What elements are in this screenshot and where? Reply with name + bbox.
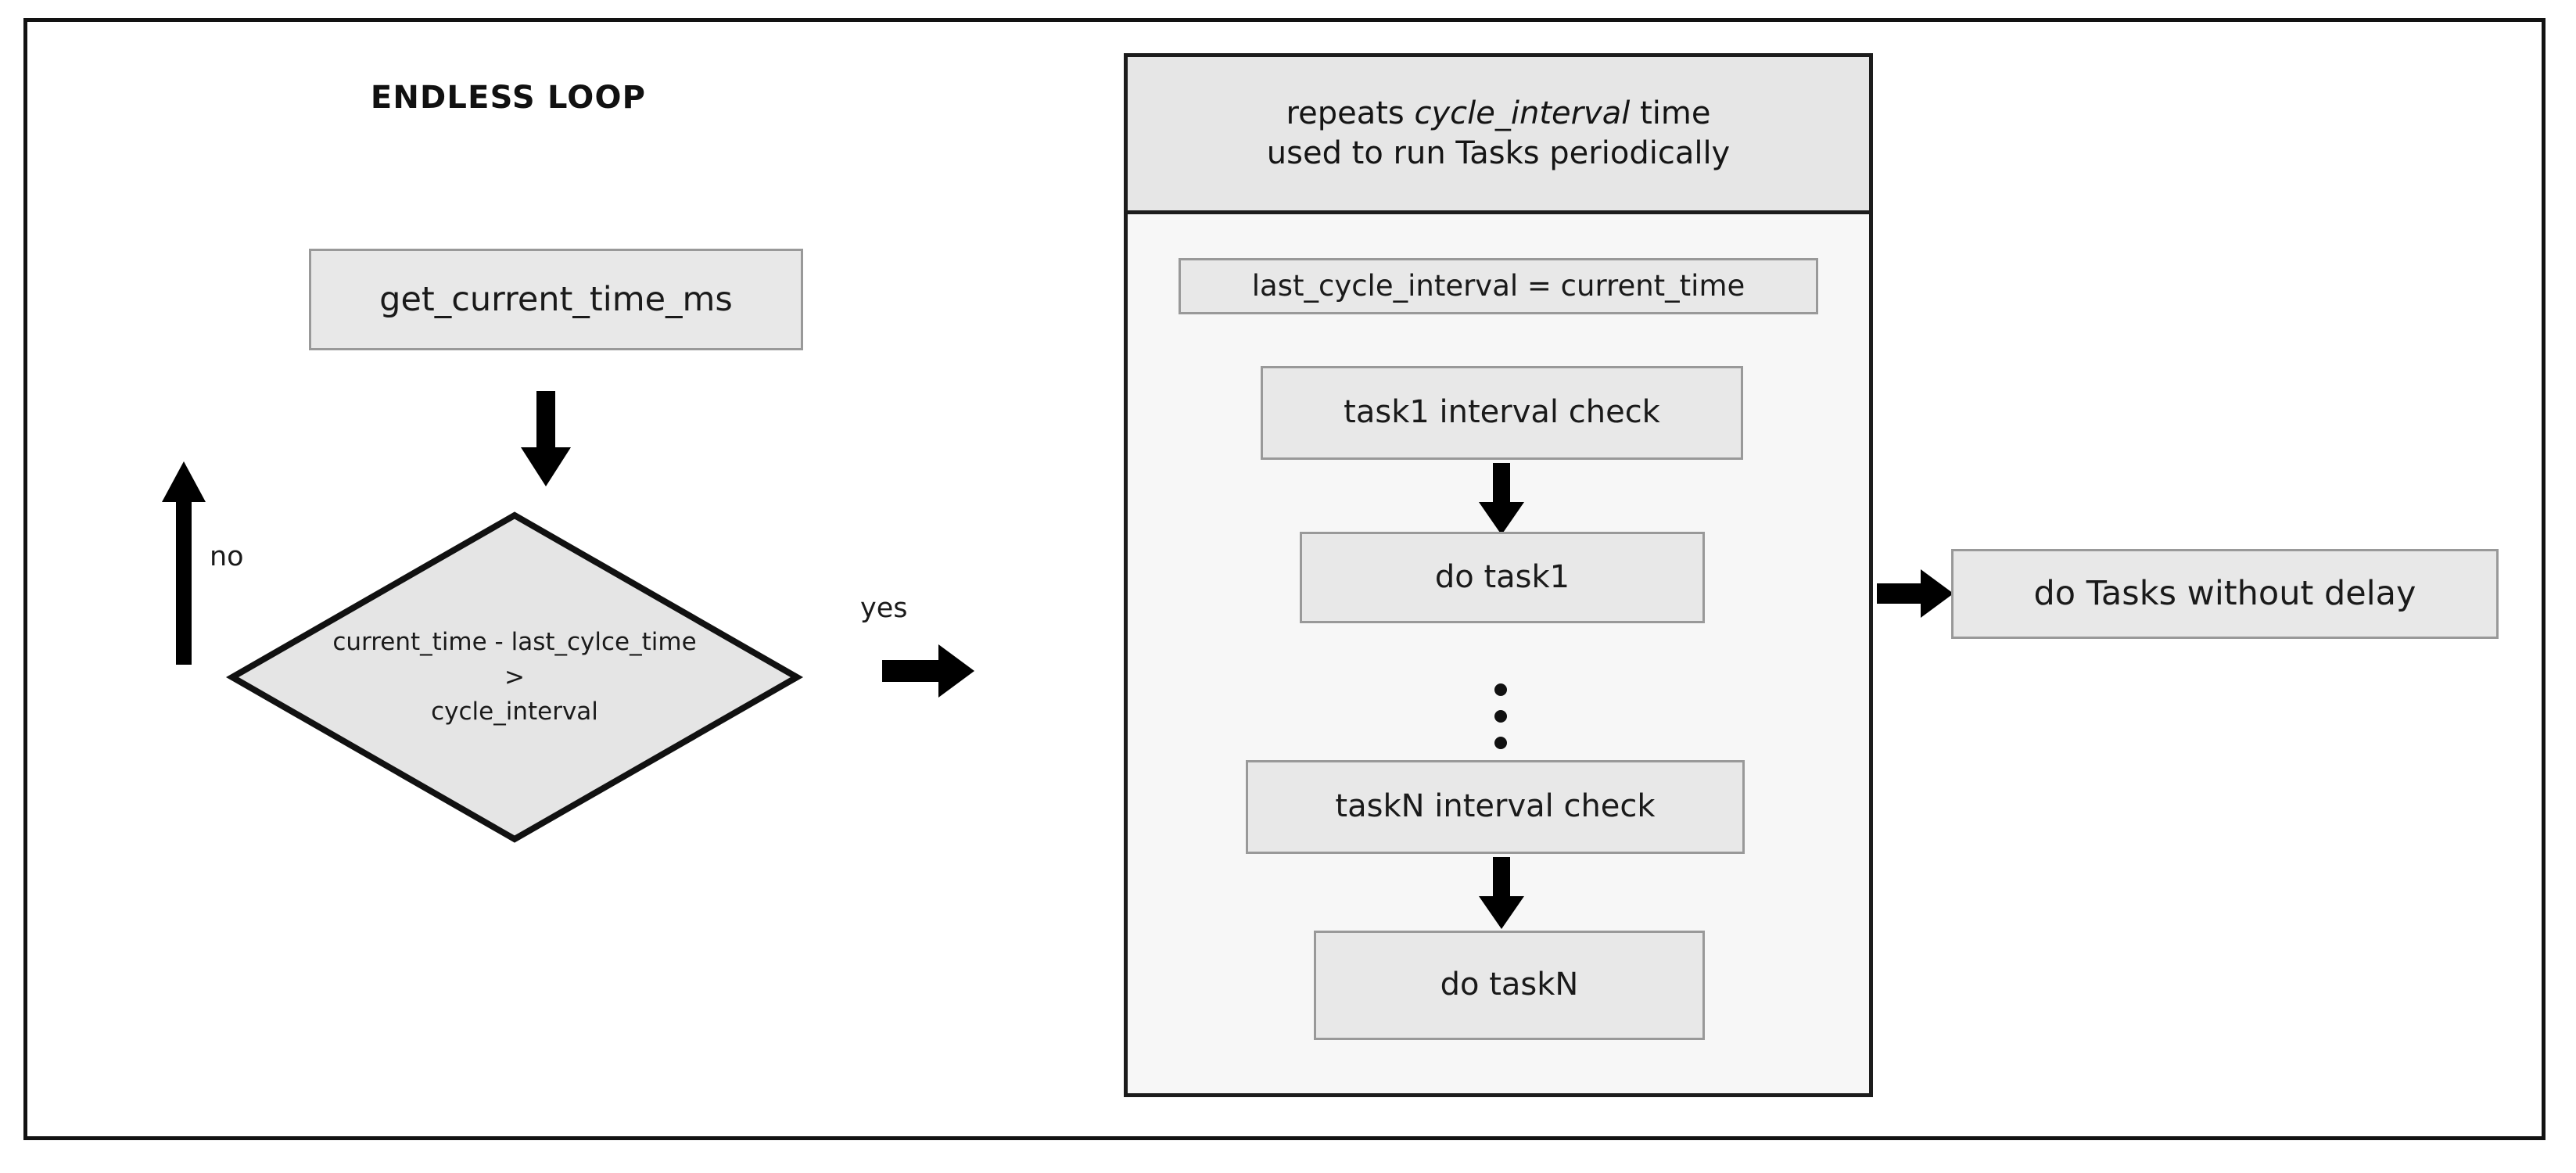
panel-header-emphasis: cycle_interval — [1414, 95, 1631, 131]
vertical-ellipsis-icon — [1490, 683, 1513, 755]
arrow-right-to-no-delay — [1877, 568, 1955, 619]
node-last-cycle-interval-assign: last_cycle_interval = current_time — [1179, 258, 1818, 314]
panel-header-prefix: repeats — [1286, 95, 1415, 131]
node-decision-cycle-elapsed: current_time - last_cylce_time > cycle_i… — [225, 511, 804, 843]
page-title: ENDLESS LOOP — [370, 80, 647, 116]
arrow-down-to-decision — [515, 391, 577, 493]
node-do-tasks-without-delay: do Tasks without delay — [1951, 549, 2499, 639]
arrow-down-task1-check-to-do — [1474, 463, 1529, 538]
panel-header-suffix: time — [1630, 95, 1711, 131]
arrow-down-taskn-check-to-do — [1474, 857, 1529, 932]
node-do-taskn: do taskN — [1314, 931, 1705, 1040]
node-taskn-interval-check: taskN interval check — [1246, 760, 1745, 854]
decision-diamond-outline — [225, 511, 804, 843]
edge-label-no: no — [210, 541, 244, 572]
arrow-right-yes-branch — [882, 643, 976, 699]
panel-header-line-2: used to run Tasks periodically — [1266, 135, 1731, 171]
node-do-task1: do task1 — [1300, 532, 1705, 623]
arrow-up-loop-back — [160, 461, 207, 665]
node-get-current-time-ms: get_current_time_ms — [309, 249, 803, 350]
node-task1-interval-check: task1 interval check — [1261, 366, 1743, 460]
panel-header: repeats cycle_interval time used to run … — [1128, 57, 1869, 214]
panel-header-line-1: repeats cycle_interval time — [1286, 94, 1711, 134]
edge-label-yes: yes — [860, 593, 908, 624]
